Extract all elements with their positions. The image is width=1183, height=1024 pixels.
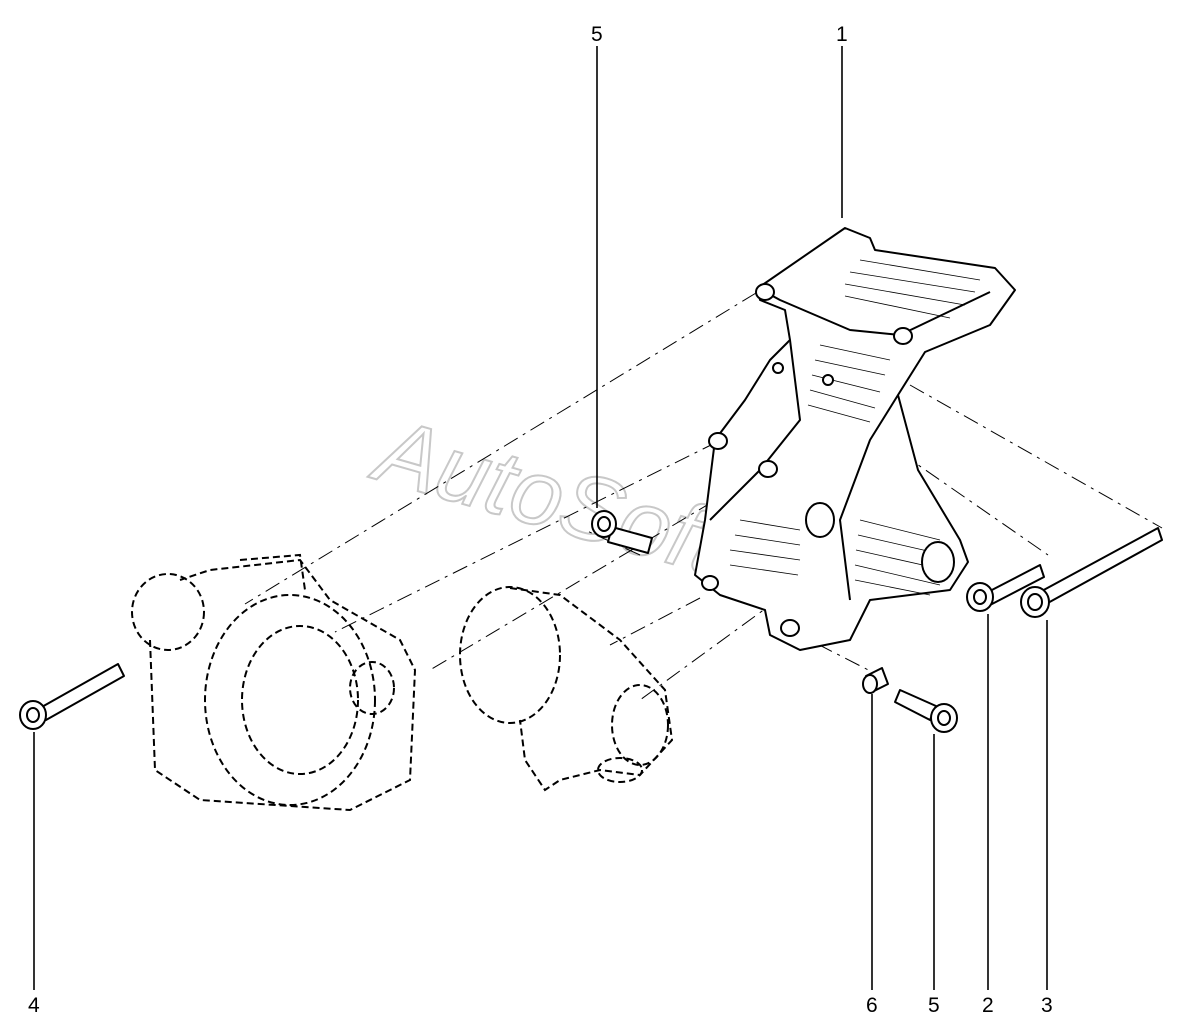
callout-3: 3 [1041, 994, 1053, 1017]
bolt-bottom [894, 689, 958, 733]
alternator-outline [131, 553, 417, 812]
callout-1: 1 [836, 23, 848, 46]
callout-4: 4 [28, 994, 40, 1017]
assembly-lines [244, 292, 1163, 701]
bolt-top [591, 510, 653, 554]
bracket-shading [729, 259, 981, 596]
callout-2: 2 [982, 994, 994, 1017]
bolt-long-right [1020, 527, 1163, 618]
mounting-bracket [694, 227, 1016, 651]
bushing [862, 667, 889, 694]
leader-lines [33, 46, 1048, 990]
callout-5-top: 5 [591, 23, 603, 46]
pump-outline [459, 586, 674, 792]
bolt-short-right [966, 564, 1045, 612]
callout-6: 6 [866, 994, 878, 1017]
watermark: AutoSoft [362, 398, 737, 596]
bolt-left [19, 663, 125, 730]
callout-5-bottom: 5 [928, 994, 940, 1017]
